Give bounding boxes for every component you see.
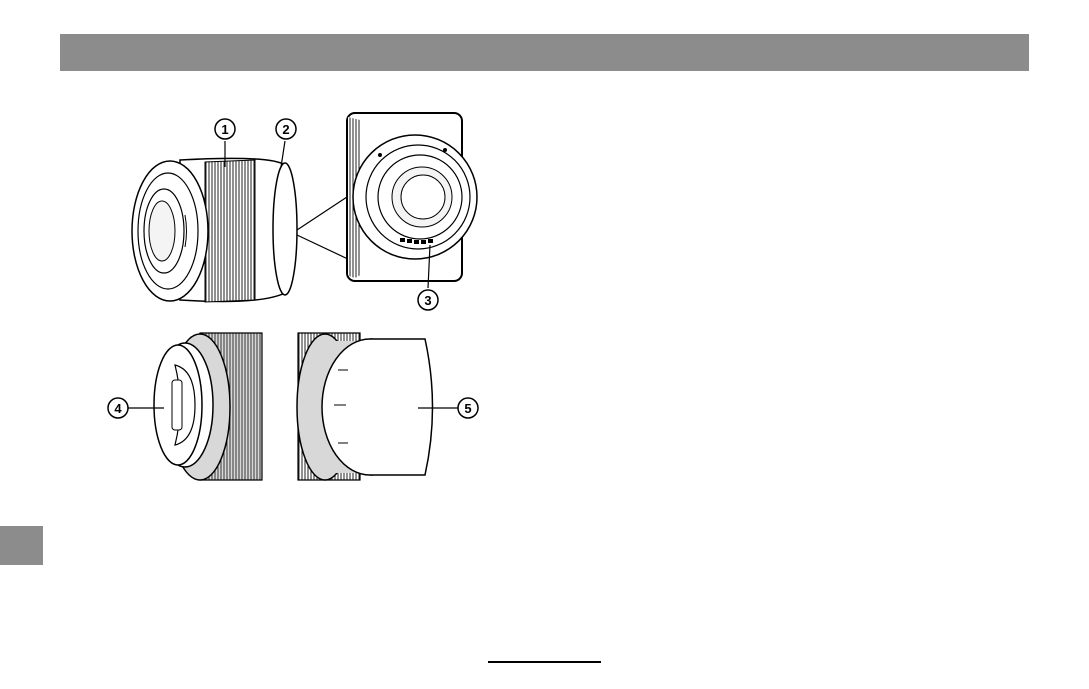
lens-with-front-cap (154, 333, 262, 480)
chapter-side-tab (0, 526, 43, 565)
lens-with-rear-cap (297, 333, 433, 480)
lens-front-view (132, 158, 297, 302)
callout-2: 2 (276, 119, 296, 167)
section-header-bar (60, 34, 1029, 71)
svg-text:5: 5 (464, 401, 471, 416)
footer-rule (488, 661, 601, 663)
svg-text:3: 3 (424, 293, 431, 308)
svg-text:4: 4 (114, 401, 122, 416)
svg-text:1: 1 (221, 122, 228, 137)
lens-parts-illustration: 1 2 3 4 5 (100, 105, 490, 490)
svg-text:2: 2 (282, 122, 289, 137)
lens-mount-detail (347, 113, 477, 281)
